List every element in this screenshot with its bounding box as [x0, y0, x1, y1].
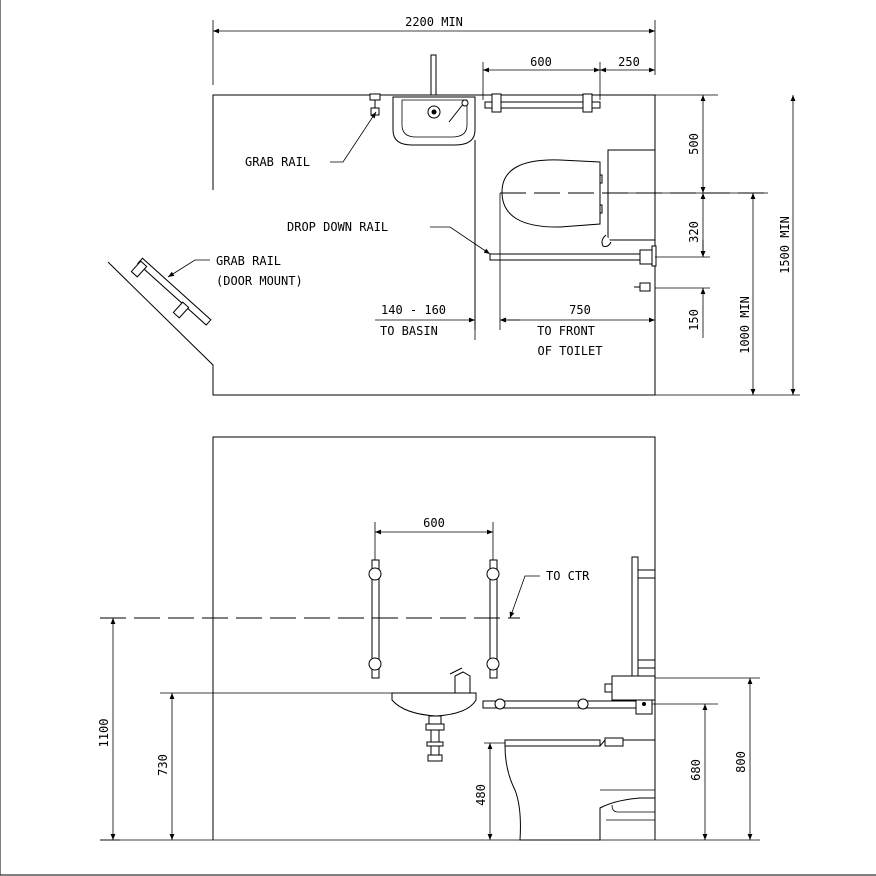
elev-dim-480-text: 480: [474, 784, 488, 806]
basin-gap-label: TO BASIN: [380, 324, 438, 338]
plan-toilet: [501, 149, 656, 247]
plan-basin: [392, 96, 476, 146]
elevation-view: 600 TO CTR: [97, 436, 760, 841]
grab-rail-label: GRAB RAIL: [245, 155, 310, 169]
plan-wall-grab-rail: [484, 93, 601, 113]
plan-grab-rail-fixing: [369, 93, 381, 116]
drop-down-rail-label: DROP DOWN RAIL: [287, 220, 388, 234]
elev-dim-1100-text: 1100: [97, 719, 111, 748]
elevation-wall-outline: [212, 436, 656, 840]
dim-2200-text: 2200 MIN: [405, 15, 463, 29]
dim-1000-text: 1000 MIN: [738, 296, 752, 354]
plan-flush-button: [634, 282, 651, 292]
dim-600-text: 600: [530, 55, 552, 69]
toilet-front-value: 750: [569, 303, 591, 317]
plan-door-grab-rail: [130, 257, 212, 326]
door-grab-rail-label-2: (DOOR MOUNT): [216, 274, 303, 288]
elev-toilet: [504, 737, 656, 841]
door-grab-rail-label-1: GRAB RAIL: [216, 254, 281, 268]
elev-basin: [391, 667, 477, 762]
dim-150-text: 150: [687, 309, 701, 331]
dim-500-text: 500: [687, 133, 701, 155]
elev-vertical-grab-rail-left: [368, 559, 382, 679]
dim-320-text: 320: [687, 221, 701, 243]
elev-vertical-grab-rail-right: [486, 559, 500, 679]
elev-dim-800-text: 800: [734, 751, 748, 773]
elev-dim-600-text: 600: [423, 516, 445, 530]
toilet-front-label-2: OF TOILET: [537, 344, 602, 358]
dim-250-text: 250: [618, 55, 640, 69]
dim-1500-text: 1500 MIN: [778, 216, 792, 274]
to-ctr-label: TO CTR: [546, 569, 590, 583]
plan-drop-down-rail: [489, 245, 657, 267]
elev-cistern: [604, 675, 656, 701]
plan-tap-pipe: [430, 54, 437, 96]
toilet-front-label-1: TO FRONT: [537, 324, 595, 338]
elev-toilet-wall-rail: [631, 556, 656, 688]
elev-dim-730-text: 730: [156, 754, 170, 776]
basin-gap-value: 140 - 160: [381, 303, 446, 317]
plan-view: 2200 MIN 600 250: [107, 15, 800, 396]
elev-dim-680-text: 680: [689, 759, 703, 781]
